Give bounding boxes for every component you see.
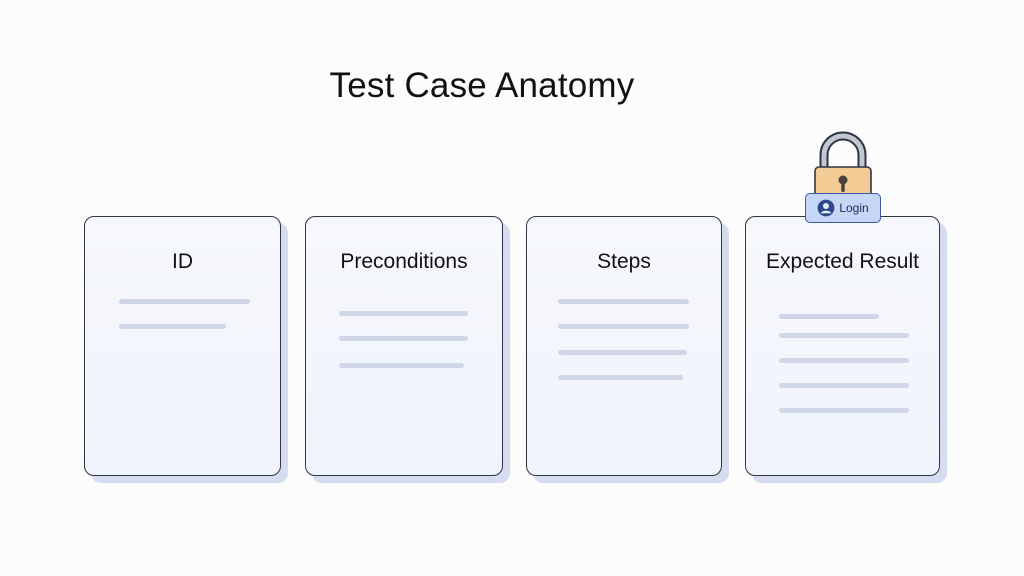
placeholder-line (779, 358, 909, 363)
placeholder-line (119, 324, 226, 329)
placeholder-line (779, 408, 909, 413)
card-id: ID (84, 216, 281, 476)
card-title-steps: Steps (597, 250, 651, 273)
login-label: Login (839, 201, 869, 215)
login-badge: Login (805, 193, 881, 223)
card-preconditions: Preconditions (305, 216, 503, 476)
placeholder-line (119, 299, 250, 304)
placeholder-line (339, 336, 468, 341)
placeholder-line (779, 383, 909, 388)
diagram-title: Test Case Anatomy (329, 66, 635, 105)
placeholder-line (339, 363, 464, 368)
card-expected-result: Expected Result (745, 216, 940, 476)
card-steps: Steps (526, 216, 722, 476)
placeholder-line (558, 350, 687, 355)
padlock-icon (814, 131, 872, 200)
card-title-expected-result: Expected Result (766, 250, 919, 273)
placeholder-line (779, 333, 909, 338)
placeholder-line (558, 375, 683, 380)
placeholder-line (558, 299, 689, 304)
card-title-preconditions: Preconditions (340, 250, 468, 273)
placeholder-line (558, 324, 689, 329)
placeholder-line (779, 314, 879, 319)
card-title-id: ID (172, 250, 193, 273)
placeholder-line (339, 311, 468, 316)
user-icon (817, 199, 835, 217)
